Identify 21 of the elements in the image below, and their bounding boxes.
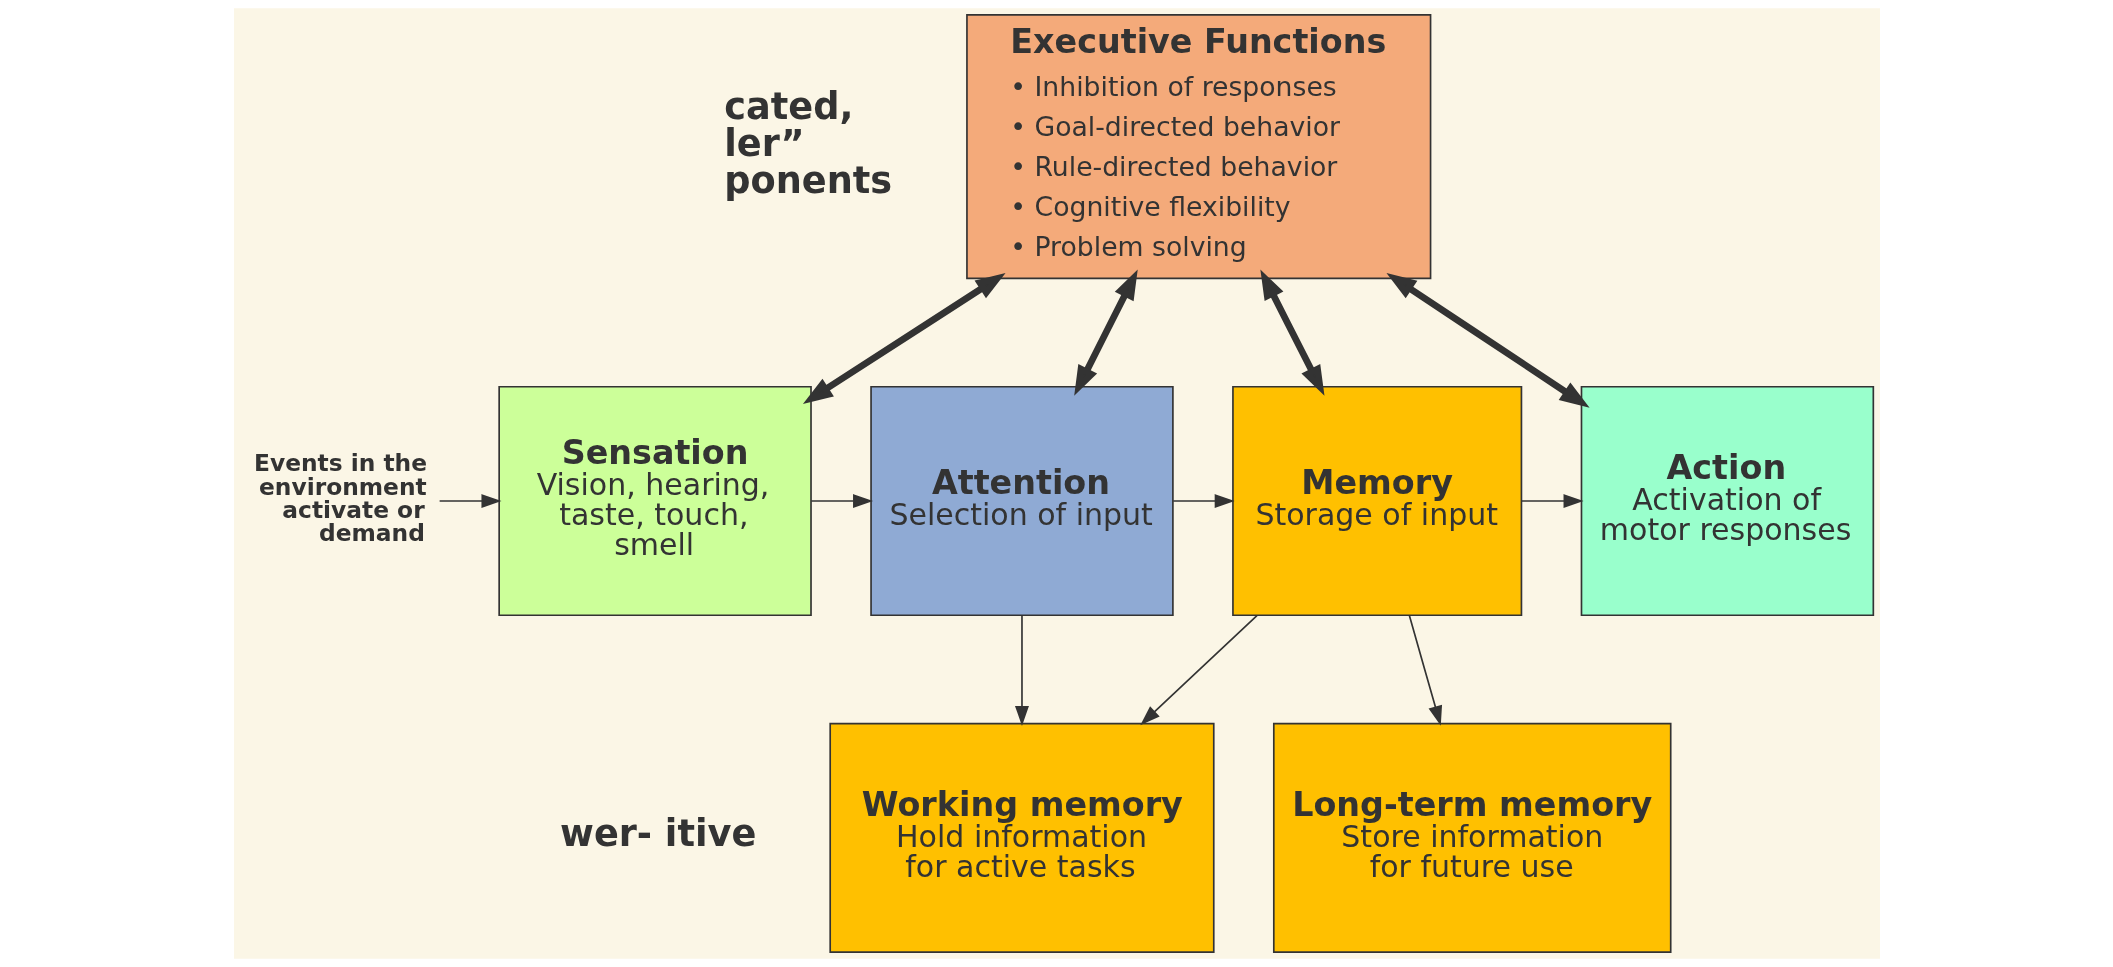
arrow (1073, 269, 1138, 396)
arrow (1139, 614, 1258, 726)
arrow (1014, 614, 1029, 726)
label: cated, ler” ponents (723, 85, 892, 202)
node-text: Events in the environment activate or demand (253, 449, 427, 548)
arrow (1520, 494, 1584, 509)
label: wer- itive (559, 811, 756, 855)
node-box: Executive Functions • Inhibition of responses • Goal-directed behavior • Rule-directed behavior • Cognitive flexibility • Problem solving (965, 14, 1431, 280)
node-box: Attention Selection of input (869, 385, 1174, 617)
arrow (438, 494, 501, 509)
arrow (1259, 269, 1324, 396)
arrow (802, 273, 1006, 404)
node-box: Action Activation of motor responses (1580, 385, 1874, 617)
node-box: Long-term memory Store information for future use (1272, 722, 1672, 953)
arrow (1408, 614, 1442, 726)
arrow (1385, 272, 1590, 408)
node-box: Memory Storage of input (1231, 385, 1522, 617)
arrow (809, 494, 873, 509)
node-box: Sensation Vision, hearing, taste, touch, smell (497, 385, 812, 617)
node-box: Working memory Hold information for active tasks (828, 722, 1215, 953)
arrow (1171, 494, 1235, 509)
